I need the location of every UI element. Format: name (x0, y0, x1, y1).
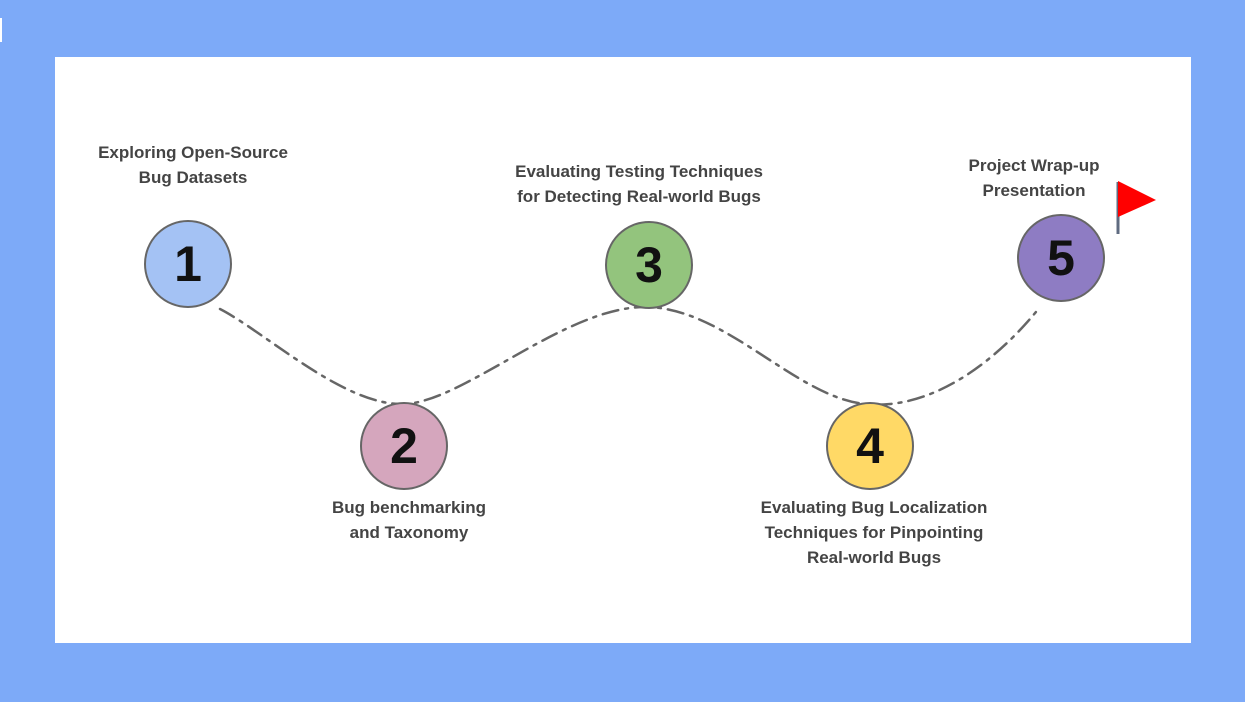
milestone-1-circle: 1 (144, 220, 232, 308)
milestone-5-number: 5 (1047, 230, 1075, 286)
milestone-5-label-line-1: Project Wrap-up (968, 156, 1100, 175)
milestone-1-label: Exploring Open-Source Bug Datasets (98, 140, 288, 190)
milestone-4-number: 4 (856, 418, 884, 474)
milestone-3-circle: 3 (605, 221, 693, 309)
frame-edge-mark (0, 18, 2, 42)
flag-banner (1118, 181, 1156, 217)
milestone-3-number: 3 (635, 237, 663, 293)
milestone-5-circle: 5 (1017, 214, 1105, 302)
milestone-2-number: 2 (390, 418, 418, 474)
milestone-2-circle: 2 (360, 402, 448, 490)
milestone-4-circle: 4 (826, 402, 914, 490)
milestone-2-label: Bug benchmarking and Taxonomy (332, 495, 486, 545)
milestone-5-label: Project Wrap-up Presentation (969, 153, 1100, 203)
milestone-1-label-line-2: Bug Datasets (138, 168, 248, 187)
milestone-3-label-line-1: Evaluating Testing Techniques (515, 162, 763, 181)
milestone-3-label-line-2: for Detecting Real-world Bugs (517, 187, 761, 206)
milestone-4-label-line-1: Evaluating Bug Localization (760, 498, 988, 517)
milestone-4-label-line-3: Real-world Bugs (806, 548, 942, 567)
roadmap-connector-path (218, 305, 1042, 406)
roadmap-canvas: Exploring Open-Source Bug Datasets 1 2 B… (55, 57, 1191, 643)
milestone-3-label: Evaluating Testing Techniques for Detect… (515, 159, 763, 209)
flag-icon (1116, 181, 1156, 234)
milestone-2-label-line-1: Bug benchmarking (332, 498, 486, 517)
milestone-1-number: 1 (174, 236, 202, 292)
milestone-4-label: Evaluating Bug Localization Techniques f… (761, 495, 988, 570)
milestone-4-label-line-2: Techniques for Pinpointing (764, 523, 984, 542)
milestone-1-label-line-1: Exploring Open-Source (98, 143, 288, 162)
milestone-2-label-line-2: and Taxonomy (349, 523, 469, 542)
milestone-5-label-line-2: Presentation (982, 181, 1086, 200)
